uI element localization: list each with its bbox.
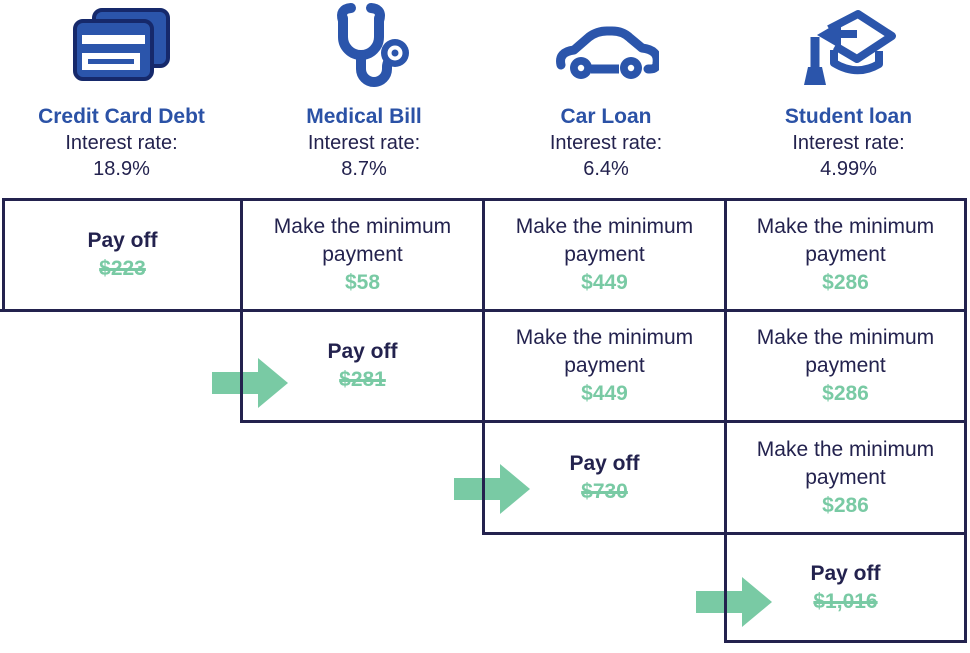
cell-payoff-student-loan: Pay off $1,016 <box>727 535 964 640</box>
interest-rate-label: Interest rate: <box>549 132 663 154</box>
column-title: Car Loan <box>560 105 652 128</box>
cell-action-label: Pay off <box>87 229 158 252</box>
interest-rate-value: 18.9% <box>93 158 150 180</box>
column-header-car-loan: Car Loan Interest rate: 6.4% <box>485 0 727 198</box>
cell-amount: $1,016 <box>813 589 878 613</box>
cell-amount: $449 <box>581 382 628 405</box>
cell-amount: $281 <box>339 368 386 391</box>
cell-action-label: Make the minimum payment <box>756 326 935 377</box>
grid-line <box>482 198 485 535</box>
column-title: Student loan <box>784 105 913 128</box>
interest-rate-label: Interest rate: <box>307 132 421 154</box>
cell-action-label: Pay off <box>569 451 640 475</box>
grid-line <box>964 198 967 643</box>
grid-line <box>240 420 967 423</box>
grid-line <box>2 198 5 312</box>
interest-rate-value: 6.4% <box>583 158 629 180</box>
column-title: Credit Card Debt <box>38 105 205 128</box>
arrow-right-icon <box>696 577 772 627</box>
cell-action-label: Make the minimum payment <box>515 326 694 377</box>
column-header-credit-card: Credit Card Debt Interest rate: 18.9% <box>0 0 243 198</box>
cell-amount: $286 <box>822 493 869 517</box>
grid-line <box>724 198 727 643</box>
column-header-medical-bill: Medical Bill Interest rate: 8.7% <box>243 0 485 198</box>
arrow-right-icon <box>454 464 530 514</box>
cell-amount: $286 <box>822 271 869 294</box>
cell-minimum-student-loan: Make the minimum payment $286 <box>727 312 964 420</box>
interest-rate-value: 8.7% <box>341 158 387 180</box>
cell-amount: $223 <box>99 257 146 280</box>
cell-action-label: Make the minimum payment <box>756 437 935 489</box>
graduation-cap-icon <box>799 0 899 104</box>
column-header-student-loan: Student loan Interest rate: 4.99% <box>727 0 970 198</box>
cell-amount: $286 <box>822 382 869 405</box>
cell-payoff-medical-bill: Pay off $281 <box>243 312 482 420</box>
cell-payoff-credit-card: Pay off $223 <box>5 201 240 309</box>
cell-action-label: Pay off <box>327 340 398 363</box>
cell-action-label: Make the minimum payment <box>273 215 452 266</box>
cell-payoff-car-loan: Pay off $730 <box>485 423 724 532</box>
cell-minimum-student-loan: Make the minimum payment $286 <box>727 423 964 532</box>
credit-card-icon <box>70 0 174 104</box>
stethoscope-icon <box>316 0 412 104</box>
grid-line <box>724 640 967 643</box>
cell-minimum-medical-bill: Make the minimum payment $58 <box>243 201 482 309</box>
cell-action-label: Make the minimum payment <box>515 215 694 266</box>
cell-amount: $58 <box>344 271 381 294</box>
column-title: Medical Bill <box>306 105 422 128</box>
cell-amount: $449 <box>581 271 628 294</box>
interest-rate-label: Interest rate: <box>792 132 905 154</box>
interest-rate-value: 4.99% <box>820 158 877 180</box>
grid-line <box>240 198 243 423</box>
cell-minimum-car-loan: Make the minimum payment $449 <box>485 312 724 420</box>
arrow-right-icon <box>212 358 288 408</box>
cell-action-label: Make the minimum payment <box>756 215 935 266</box>
cell-action-label: Pay off <box>810 561 881 585</box>
cell-minimum-student-loan: Make the minimum payment $286 <box>727 201 964 309</box>
car-icon <box>553 0 659 104</box>
interest-rate-label: Interest rate: <box>65 132 178 154</box>
cell-minimum-car-loan: Make the minimum payment $449 <box>485 201 724 309</box>
cell-amount: $730 <box>581 479 628 503</box>
